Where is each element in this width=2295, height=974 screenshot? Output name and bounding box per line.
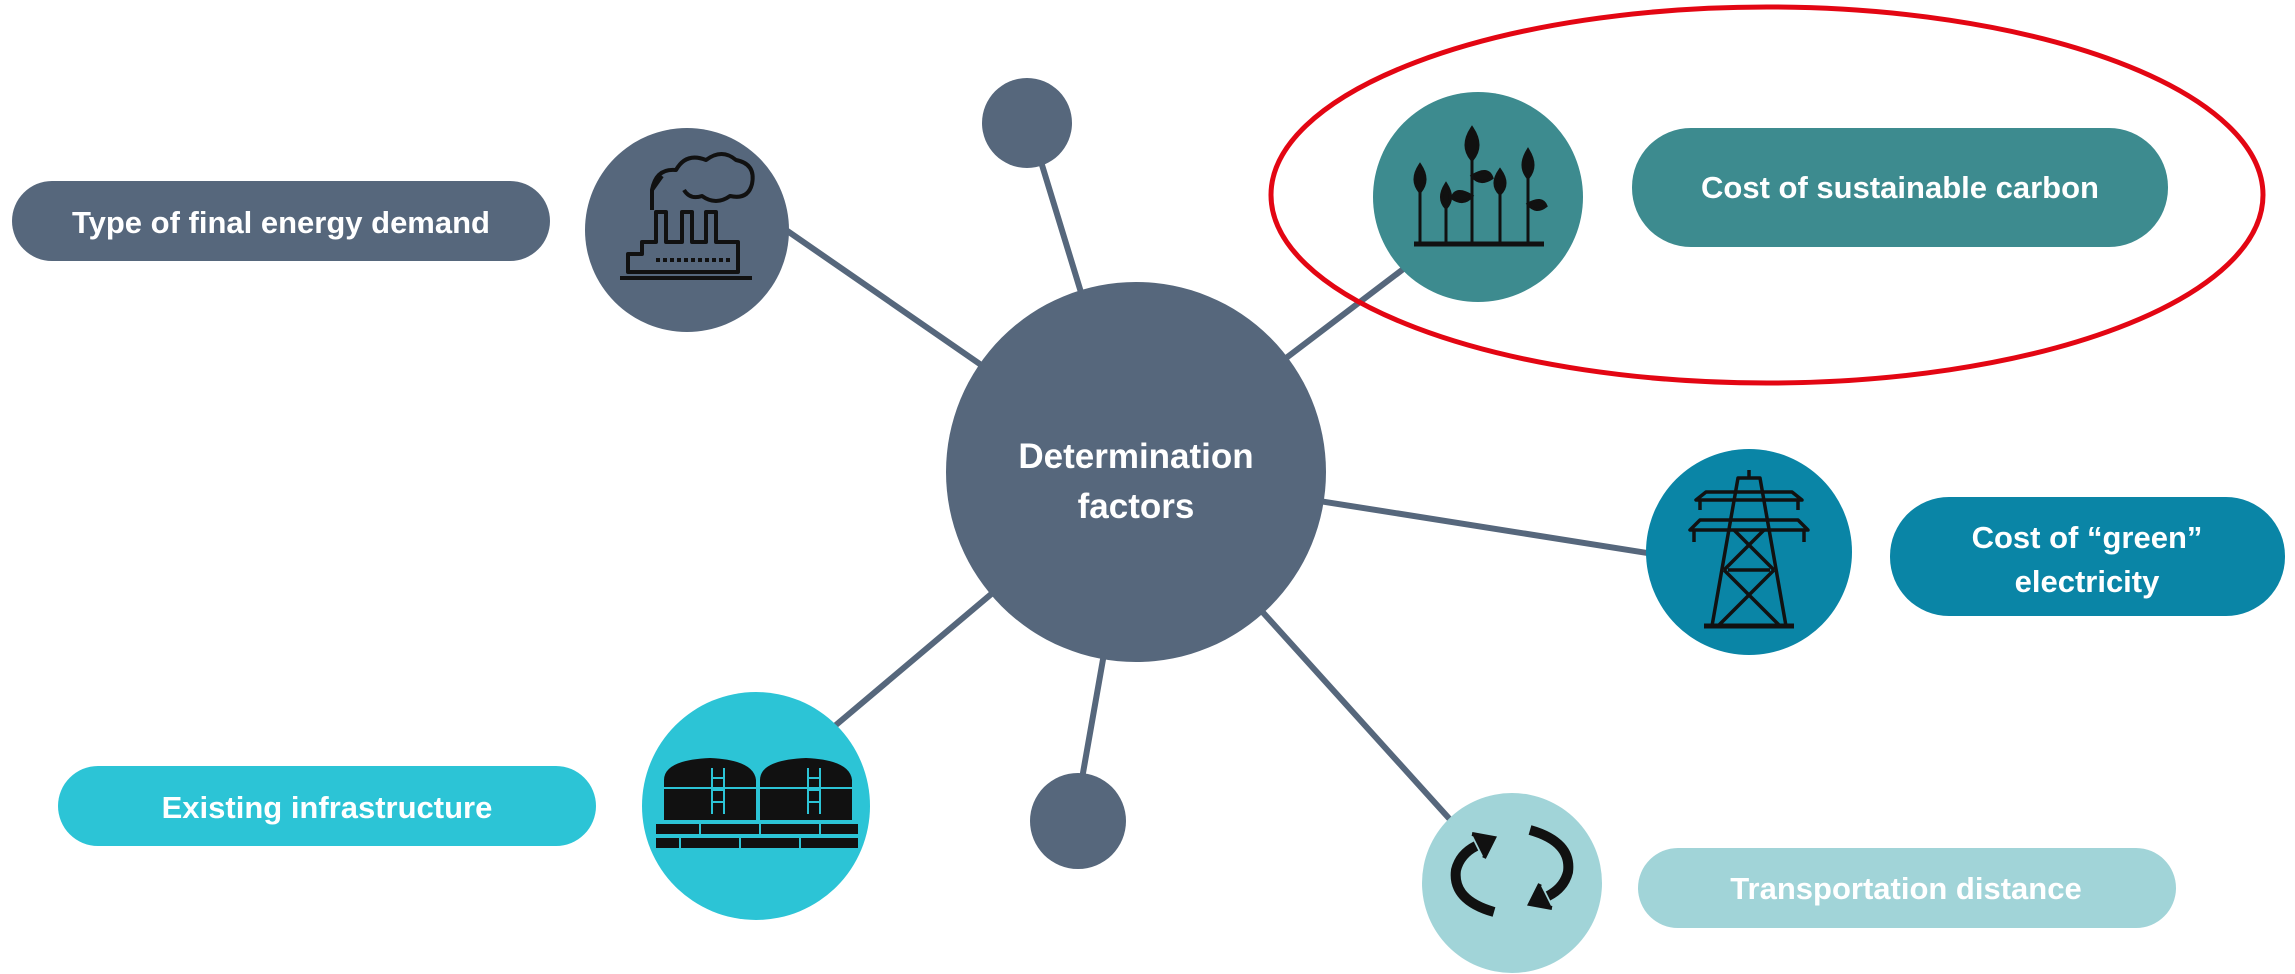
factor-sustainable-carbon: Cost of sustainable carbon (1268, 4, 2266, 386)
energy-demand-label: Type of final energy demand (72, 205, 490, 240)
sustainable-carbon-node (1373, 92, 1583, 302)
plants-icon (1413, 125, 1548, 247)
factor-transport: Transportation distance (1422, 793, 2176, 973)
center-title-line2: factors (1078, 487, 1195, 526)
green-electricity-label-line2: electricity (2015, 564, 2161, 599)
cycle-arrows-icon (1450, 825, 1574, 917)
sustainable-carbon-pill (1632, 128, 2168, 247)
transport-pill (1638, 848, 2176, 928)
infrastructure-pill (58, 766, 596, 846)
top-small-node (982, 78, 1072, 168)
infrastructure-label: Existing infrastructure (162, 790, 493, 825)
power-pylon-icon (1688, 470, 1810, 629)
energy-demand-pill (12, 181, 550, 261)
factor-green-electricity: Cost of “green” electricity (1646, 449, 2285, 655)
center-hub: Determination factors (946, 282, 1326, 662)
energy-demand-node (585, 128, 789, 332)
sustainable-carbon-label: Cost of sustainable carbon (1701, 170, 2099, 205)
center-title-line1: Determination (1018, 437, 1253, 476)
bottom-small-node (1030, 773, 1126, 869)
factory-icon (620, 152, 755, 280)
highlight-ellipse (1268, 4, 2266, 386)
factor-energy-demand: Type of final energy demand (12, 128, 789, 332)
green-electricity-pill (1890, 497, 2285, 616)
storage-tanks-icon (656, 758, 858, 848)
transport-label: Transportation distance (1730, 871, 2081, 906)
green-electricity-label-line1: Cost of “green” (1972, 520, 2203, 555)
transport-node (1422, 793, 1602, 973)
factor-infrastructure: Existing infrastructure (58, 692, 870, 920)
